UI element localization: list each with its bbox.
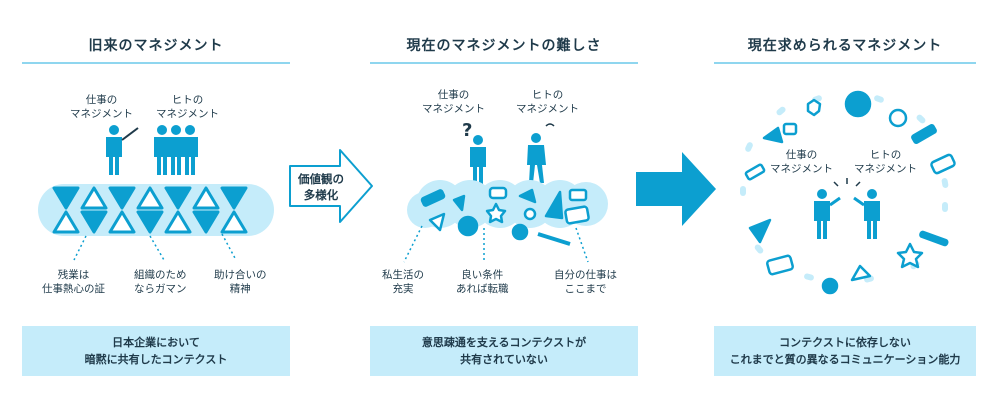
diversity-label: 価値観の 多様化 bbox=[298, 172, 344, 202]
label-work-management: 仕事の マネジメント bbox=[422, 89, 485, 115]
title-underline bbox=[22, 62, 290, 64]
note-my-job-limit: 自分の仕事は ここまで bbox=[554, 269, 617, 295]
solid-arrow-icon bbox=[636, 152, 716, 226]
summary-box: コンテクストに依存しない これまでと質の異なるコミュニケーション能力 bbox=[714, 326, 976, 376]
manager-person-icon bbox=[106, 125, 139, 175]
title-underline bbox=[370, 62, 638, 64]
note-connectors bbox=[73, 233, 237, 261]
note-connectors bbox=[403, 225, 589, 263]
panel-title: 旧来のマネジメント bbox=[88, 38, 224, 54]
team-people-icon bbox=[154, 125, 198, 175]
ring-shapes bbox=[744, 90, 956, 295]
label-work-management: 仕事の マネジメント bbox=[770, 149, 833, 175]
panel-traditional: 旧来のマネジメント 仕事の マネジメント ヒトの マネジメント bbox=[22, 0, 290, 414]
summary-box: 日本企業において 暗黙に共有したコンテクスト bbox=[22, 326, 290, 376]
label-people-management: ヒトの マネジメント bbox=[156, 94, 219, 120]
triangle-pattern bbox=[52, 186, 248, 234]
note-job-change: 良い条件 あれば転職 bbox=[456, 269, 509, 295]
tired-person-icon bbox=[527, 123, 555, 183]
label-work-management: 仕事の マネジメント bbox=[70, 94, 133, 120]
panel-required: 現在求められるマネジメント bbox=[714, 0, 976, 414]
scattered-illustration: ? bbox=[403, 120, 608, 263]
note-endure: 組織のため ならガマン bbox=[134, 269, 187, 295]
note-overtime: 残業は 仕事熱心の証 bbox=[42, 269, 105, 295]
outline-arrow-icon bbox=[289, 149, 373, 223]
summary-box: 意思疎通を支えるコンテクストが 共有されていない bbox=[370, 326, 638, 376]
svg-text:?: ? bbox=[462, 120, 472, 141]
organization-illustration bbox=[38, 125, 274, 261]
panel-title: 現在のマネジメントの難しさ bbox=[406, 38, 602, 54]
note-private-life: 私生活の 充実 bbox=[382, 269, 424, 295]
label-people-management: ヒトの マネジメント bbox=[854, 149, 917, 175]
circle-illustration bbox=[740, 90, 956, 295]
scattered-shapes bbox=[420, 186, 590, 246]
conversing-people-icon bbox=[814, 178, 880, 239]
note-mutual-help: 助け合いの 精神 bbox=[214, 269, 267, 295]
panel-difficulty: 現在のマネジメントの難しさ 仕事の マネジメント ヒトの マネジメント ? bbox=[370, 0, 638, 414]
title-underline bbox=[714, 62, 976, 64]
label-people-management: ヒトの マネジメント bbox=[516, 89, 579, 115]
confused-manager-icon: ? bbox=[462, 120, 486, 185]
panel-title: 現在求められるマネジメント bbox=[747, 38, 943, 54]
